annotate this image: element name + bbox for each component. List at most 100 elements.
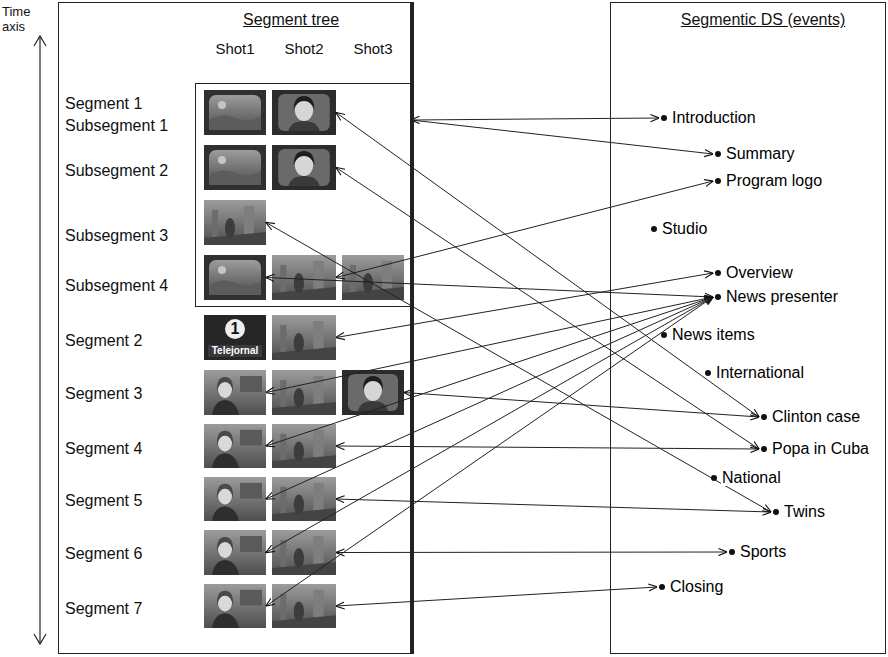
event-item: Closing [657,577,724,597]
segment-row: Segment 7 [63,583,411,633]
bullet-dot [761,446,767,452]
time-axis-line [39,36,40,644]
event-item: Overview [713,263,794,283]
subsegment-row: Subsegment 4 [63,254,411,306]
bullet-dot [661,332,667,338]
thumbnail [204,584,266,628]
segment-label: Segment 2 [65,332,142,350]
thumbnail [204,90,266,135]
event-label: Closing [669,578,724,595]
connector [266,297,713,446]
segment-label: Segment 3 [65,385,142,403]
shot-label: Shot2 [284,40,323,58]
connector [336,168,759,450]
thumbnail [272,315,336,360]
bullet-dot [661,115,667,121]
thumbnail [204,424,266,468]
thumbnail [204,530,266,575]
shot-label: Shot1 [215,40,254,58]
connector [336,587,657,606]
event-label: Twins [783,503,826,520]
segment-label: Segment 7 [65,600,142,618]
event-label: News presenter [725,288,839,305]
thumbnail [272,584,336,628]
event-item: News presenter [713,287,839,307]
subsegment-label: Subsegment 1 [65,117,168,135]
thumbnail [272,530,336,575]
event-label: Summary [725,145,795,162]
event-item: Sports [727,542,787,562]
thumbnail [272,145,336,190]
bullet-dot [715,178,721,184]
bullet-dot [659,584,665,590]
event-label: Popa in Cuba [771,440,870,457]
thumbnails [204,90,404,628]
subsegment-label: Subsegment 2 [65,162,168,180]
thumbnail [204,200,266,245]
thumbnail [204,145,266,190]
subsegment-row: Subsegment 2 [63,144,411,194]
thumbnail [342,255,404,300]
event-label: News items [671,326,756,343]
shot-label: Shot3 [353,40,392,58]
panel-title: Segment tree [243,11,339,29]
event-label: Program logo [725,172,823,189]
subsegment-row: Subsegment 3 [63,199,411,249]
axis-label: Time axis [2,4,38,34]
event-label: Sports [739,543,787,560]
bullet-dot [715,270,721,276]
events-panel: Segmentic DS (events)IntroductionSummary… [610,2,886,654]
thumbnail [272,424,336,468]
subsegment-label: Subsegment 4 [65,277,168,295]
thumbnail [204,315,266,360]
event-item: Summary [713,144,795,164]
bullet-dot [705,370,711,376]
thumbnail [272,90,336,135]
panel-title: Segmentic DS (events) [681,11,846,29]
segment-row: Segment 3 [63,369,411,418]
event-item: Studio [649,219,708,239]
event-item: Popa in Cuba [759,439,870,459]
connector [336,552,727,554]
event-label: Clinton case [771,408,861,425]
logo-text: Telejornal [212,345,259,357]
connector [336,273,713,338]
thumbnail [272,255,336,300]
connector [266,278,713,298]
event-item: Program logo [713,171,823,191]
time-axis [34,36,46,644]
event-item: Twins [771,502,826,522]
segment-label: Segment 1 [65,95,142,113]
thumbnail [272,370,336,415]
event-item: International [703,363,805,383]
bullet-dot [711,475,717,481]
time-axis-head [34,36,46,46]
thumbnail [204,477,266,521]
thumbnail [204,255,266,300]
segment-row: Segment 4 [63,423,411,472]
thumbnail [342,370,404,415]
connector [266,297,713,393]
segment-outline [195,83,411,307]
segment-group: Segment 1 Subsegment 1 Subsegment 2 Subsegm… [63,83,413,309]
segment-label: Segment 4 [65,440,142,458]
bullet-dot [715,294,721,300]
connector [266,297,713,553]
segment-label: Segment 5 [65,492,142,510]
connector [411,120,713,154]
event-label: National [721,469,782,486]
bullet-dot [761,414,767,420]
bullet-dot [715,151,721,157]
thumbnail [204,370,266,415]
event-item: Clinton case [759,407,861,427]
connector [411,118,659,120]
subsegment-label: Subsegment 3 [65,227,168,245]
connector [336,446,759,449]
connector [336,181,713,278]
connector [266,223,771,513]
connector [266,297,713,606]
logo-number: 1 [231,320,240,338]
bullet-dot [651,226,657,232]
segment-label: Segment 6 [65,545,142,563]
